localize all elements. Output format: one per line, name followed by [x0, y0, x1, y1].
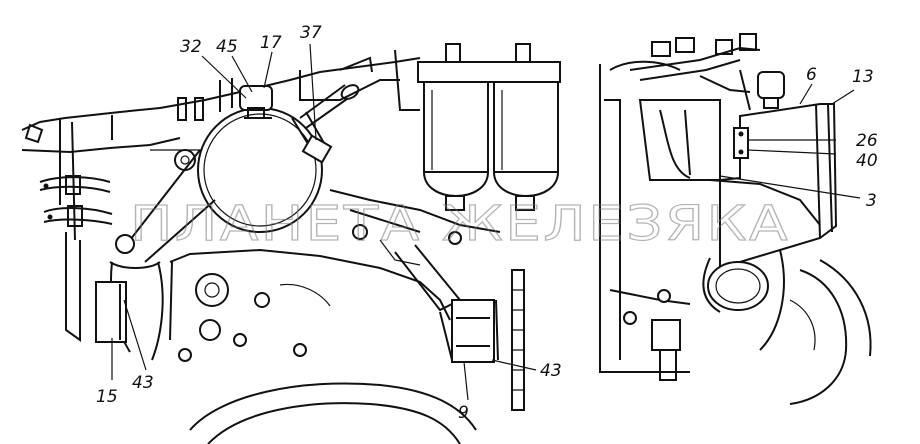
sensor-right [757, 71, 785, 109]
clamp-37 [291, 84, 360, 164]
leader-43b [491, 359, 537, 371]
lower-bracket [329, 189, 501, 312]
leader-43a [123, 299, 147, 371]
watermark-text: ПЛАНЕТА ЖЕЛЕЗЯКА [130, 196, 790, 252]
callout-26: 26 [856, 131, 878, 151]
upper-bracket [299, 49, 420, 111]
leader-3 [719, 175, 861, 199]
callout-17: 17 [260, 33, 282, 53]
elbow-pipe-15 [95, 261, 164, 361]
callout-43-left: 43 [132, 373, 154, 393]
callout-3: 3 [866, 191, 877, 211]
right-lower-bracket [609, 289, 691, 381]
callout-43-right: 43 [540, 361, 562, 381]
callout-13: 13 [852, 67, 874, 87]
leader-37 [309, 43, 317, 141]
leader-lines [111, 43, 861, 401]
leader-40 [747, 149, 837, 155]
sensor-17 [239, 85, 273, 119]
callout-9: 9 [458, 403, 469, 423]
callout-15: 15 [96, 387, 118, 407]
elbow-right [702, 249, 785, 351]
left-view [21, 43, 561, 444]
left-clamps [24, 123, 113, 342]
outlet-pipe-9 [439, 269, 525, 411]
callout-40: 40 [856, 151, 878, 171]
callout-37: 37 [300, 23, 322, 43]
leader-32 [201, 55, 247, 99]
flywheel-housing [169, 248, 477, 444]
fuel-filters [417, 43, 561, 211]
leader-17 [263, 51, 273, 89]
callout-32: 32 [180, 37, 202, 57]
callouts: 32 45 17 37 6 13 26 40 3 15 43 43 9 [96, 23, 878, 423]
leader-45 [231, 55, 253, 93]
callout-45: 45 [216, 37, 238, 57]
right-top-fittings [629, 33, 761, 111]
right-view [599, 33, 872, 405]
right-flywheel [789, 259, 872, 405]
leader-13 [831, 89, 855, 105]
leader-9 [463, 361, 469, 401]
callout-6: 6 [806, 65, 817, 85]
intake-pipe-6 [709, 103, 838, 270]
leader-6 [799, 83, 813, 105]
